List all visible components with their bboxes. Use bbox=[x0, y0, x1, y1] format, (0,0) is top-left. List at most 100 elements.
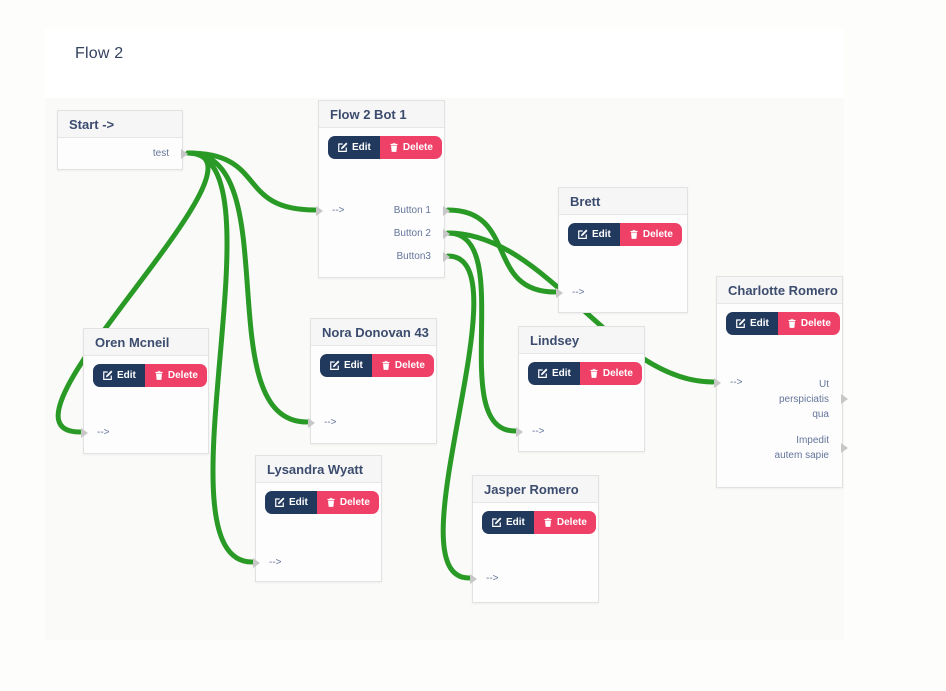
edit-pencil-icon bbox=[538, 368, 548, 378]
node-actions: Edit Delete bbox=[528, 362, 644, 385]
output-label: Impedit autem sapie bbox=[774, 434, 829, 461]
node-title-start[interactable]: Start -> bbox=[58, 111, 182, 138]
input-label: --> bbox=[97, 427, 110, 438]
edit-button-label: Edit bbox=[592, 229, 611, 240]
input-connector[interactable]: --> bbox=[253, 556, 282, 570]
input-arrow-icon[interactable] bbox=[316, 206, 323, 216]
edit-button[interactable]: Edit bbox=[528, 362, 580, 385]
edit-pencil-icon bbox=[103, 370, 113, 380]
output-arrow-icon[interactable] bbox=[841, 394, 848, 404]
edit-button[interactable]: Edit bbox=[265, 491, 317, 514]
output-connector[interactable]: Ut perspiciatis qua bbox=[769, 377, 848, 422]
edit-button[interactable]: Edit bbox=[568, 223, 620, 246]
delete-button[interactable]: Delete bbox=[379, 136, 442, 159]
input-arrow-icon[interactable] bbox=[253, 558, 260, 568]
edit-button[interactable]: Edit bbox=[320, 354, 372, 377]
edge-test-to-nora-donovan bbox=[185, 150, 310, 425]
input-connector[interactable]: --> bbox=[714, 376, 743, 390]
output-connector[interactable]: test bbox=[153, 147, 188, 161]
delete-button[interactable]: Delete bbox=[579, 362, 642, 385]
output-label: Button 1 bbox=[393, 205, 431, 216]
edge-test-to-flow-2-bot-1 bbox=[185, 150, 318, 213]
input-connector[interactable]: --> bbox=[516, 425, 545, 439]
edit-button-label: Edit bbox=[289, 497, 308, 508]
input-arrow-icon[interactable] bbox=[556, 288, 563, 298]
node-title-lindsey[interactable]: Lindsey bbox=[519, 327, 644, 354]
input-label: --> bbox=[269, 557, 282, 568]
output-arrow-icon[interactable] bbox=[841, 442, 848, 453]
input-connector[interactable]: --> bbox=[316, 204, 345, 218]
output-arrow-icon[interactable] bbox=[443, 229, 450, 239]
trash-icon bbox=[155, 370, 163, 380]
delete-button-label: Delete bbox=[556, 517, 587, 528]
output-connector[interactable]: Button 1 bbox=[393, 204, 450, 218]
input-arrow-icon[interactable] bbox=[470, 574, 477, 584]
edit-pencil-icon bbox=[275, 497, 285, 507]
output-connector[interactable]: Button 2 bbox=[393, 227, 450, 241]
node-actions: Edit Delete bbox=[328, 136, 444, 159]
edge-test-to-oren-mcneil bbox=[55, 150, 211, 435]
edge-button1-to-brett bbox=[445, 207, 558, 295]
delete-button[interactable]: Delete bbox=[777, 312, 840, 335]
input-arrow-icon[interactable] bbox=[516, 427, 523, 437]
trash-icon bbox=[788, 318, 796, 328]
output-arrow-icon[interactable] bbox=[443, 206, 450, 216]
delete-button-label: Delete bbox=[602, 368, 633, 379]
node-flow-2-bot-1[interactable]: Flow 2 Bot 1 Edit Delete --> Button 1 Button … bbox=[316, 100, 450, 278]
edit-pencil-icon bbox=[330, 360, 340, 370]
delete-button[interactable]: Delete bbox=[619, 223, 682, 246]
node-start[interactable]: Start -> test bbox=[57, 110, 188, 170]
output-arrow-icon[interactable] bbox=[443, 252, 450, 262]
input-arrow-icon[interactable] bbox=[308, 418, 315, 428]
input-connector[interactable]: --> bbox=[81, 426, 110, 440]
delete-button-label: Delete bbox=[394, 360, 425, 371]
input-arrow-icon[interactable] bbox=[81, 428, 88, 438]
output-connector[interactable]: Impedit autem sapie bbox=[769, 433, 848, 463]
edit-button-label: Edit bbox=[344, 360, 363, 371]
input-connector[interactable]: --> bbox=[308, 416, 337, 430]
input-connector[interactable]: --> bbox=[470, 572, 499, 586]
input-arrow-icon[interactable] bbox=[714, 378, 721, 388]
edit-button[interactable]: Edit bbox=[328, 136, 380, 159]
node-title-lysandra-wyatt[interactable]: Lysandra Wyatt bbox=[256, 456, 381, 483]
edit-pencil-icon bbox=[492, 517, 502, 527]
node-title-nora-donovan-43[interactable]: Nora Donovan 43 bbox=[311, 319, 436, 346]
node-title-charlotte-romero[interactable]: Charlotte Romero bbox=[717, 277, 842, 304]
node-title-brett[interactable]: Brett bbox=[559, 188, 687, 215]
delete-button-label: Delete bbox=[642, 229, 673, 240]
node-actions: Edit Delete bbox=[93, 364, 208, 387]
edit-button-label: Edit bbox=[506, 517, 525, 528]
edit-button[interactable]: Edit bbox=[93, 364, 145, 387]
delete-button[interactable]: Delete bbox=[316, 491, 379, 514]
node-title-oren-mcneil[interactable]: Oren Mcneil bbox=[84, 329, 208, 356]
delete-button[interactable]: Delete bbox=[144, 364, 207, 387]
edit-pencil-icon bbox=[736, 318, 746, 328]
edit-button[interactable]: Edit bbox=[482, 511, 534, 534]
output-connector[interactable]: Button3 bbox=[396, 250, 450, 264]
output-label: Button3 bbox=[396, 251, 431, 262]
edit-pencil-icon bbox=[338, 142, 348, 152]
output-label: Button 2 bbox=[393, 228, 431, 239]
trash-icon bbox=[390, 142, 398, 152]
input-connector[interactable]: --> bbox=[556, 286, 585, 300]
delete-button-label: Delete bbox=[402, 142, 433, 153]
edge-button3-to-jasper bbox=[440, 253, 477, 581]
output-arrow-icon[interactable] bbox=[181, 149, 188, 159]
delete-button[interactable]: Delete bbox=[371, 354, 434, 377]
node-title-jasper-romero[interactable]: Jasper Romero bbox=[473, 476, 598, 503]
edit-button-label: Edit bbox=[117, 370, 136, 381]
node-nora-donovan-43[interactable]: Nora Donovan 43 Edit Delete --> bbox=[308, 318, 437, 444]
edit-button[interactable]: Edit bbox=[726, 312, 778, 335]
node-title-flow-2-bot-1[interactable]: Flow 2 Bot 1 bbox=[319, 101, 444, 128]
edit-button-label: Edit bbox=[352, 142, 371, 153]
trash-icon bbox=[327, 497, 335, 507]
delete-button[interactable]: Delete bbox=[533, 511, 596, 534]
